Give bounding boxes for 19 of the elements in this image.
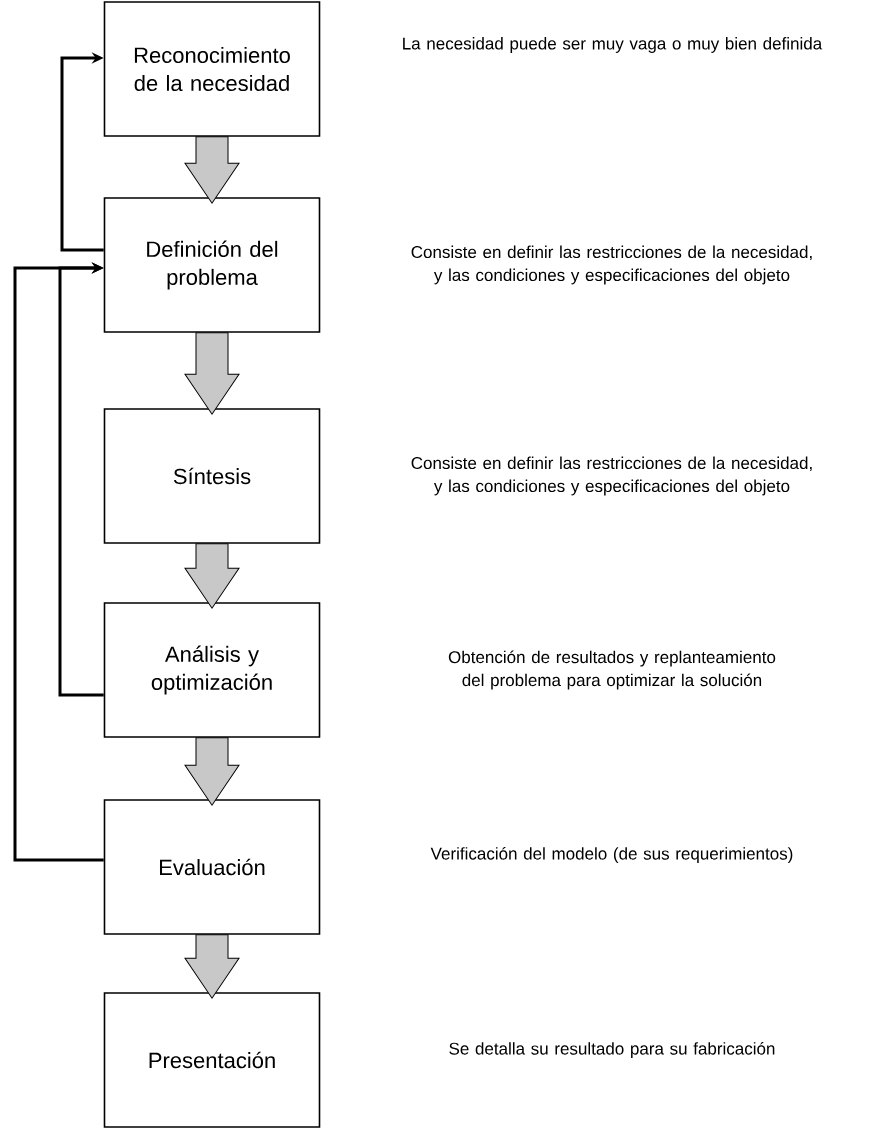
description-text: Obtención de resultados y replanteamiento del problema para optimizar la solución [448,650,776,690]
description-text: Consiste en definir las restricciones de la necesidad, y las condiciones y especificaciones del objeto [411,456,812,496]
block-arrow [184,543,240,609]
block-arrow [184,332,240,415]
description-text: La necesidad puede ser muy vaga o muy bien definida [403,37,823,53]
process-box: Reconocimiento de la necesidad [103,1,321,137]
feedback-arrow [60,52,104,252]
process-box: Definición del problema [103,197,321,333]
block-arrow [184,737,240,806]
process-box: Síntesis [103,408,321,544]
block-arrow [184,934,240,999]
description-text: Se detalla su resultado para su fabricación [449,1042,775,1059]
block-arrow [184,136,240,204]
process-box: Presentación [103,992,321,1128]
feedback-arrow [13,262,104,862]
description-text: Verificación del modelo (de sus requerimientos) [430,847,793,864]
process-box: Análisis y optimización [103,602,321,738]
description-text: Consiste en definir las restricciones de la necesidad, y las condiciones y especificaciones del objeto [411,245,812,285]
process-box: Evaluación [103,799,321,935]
